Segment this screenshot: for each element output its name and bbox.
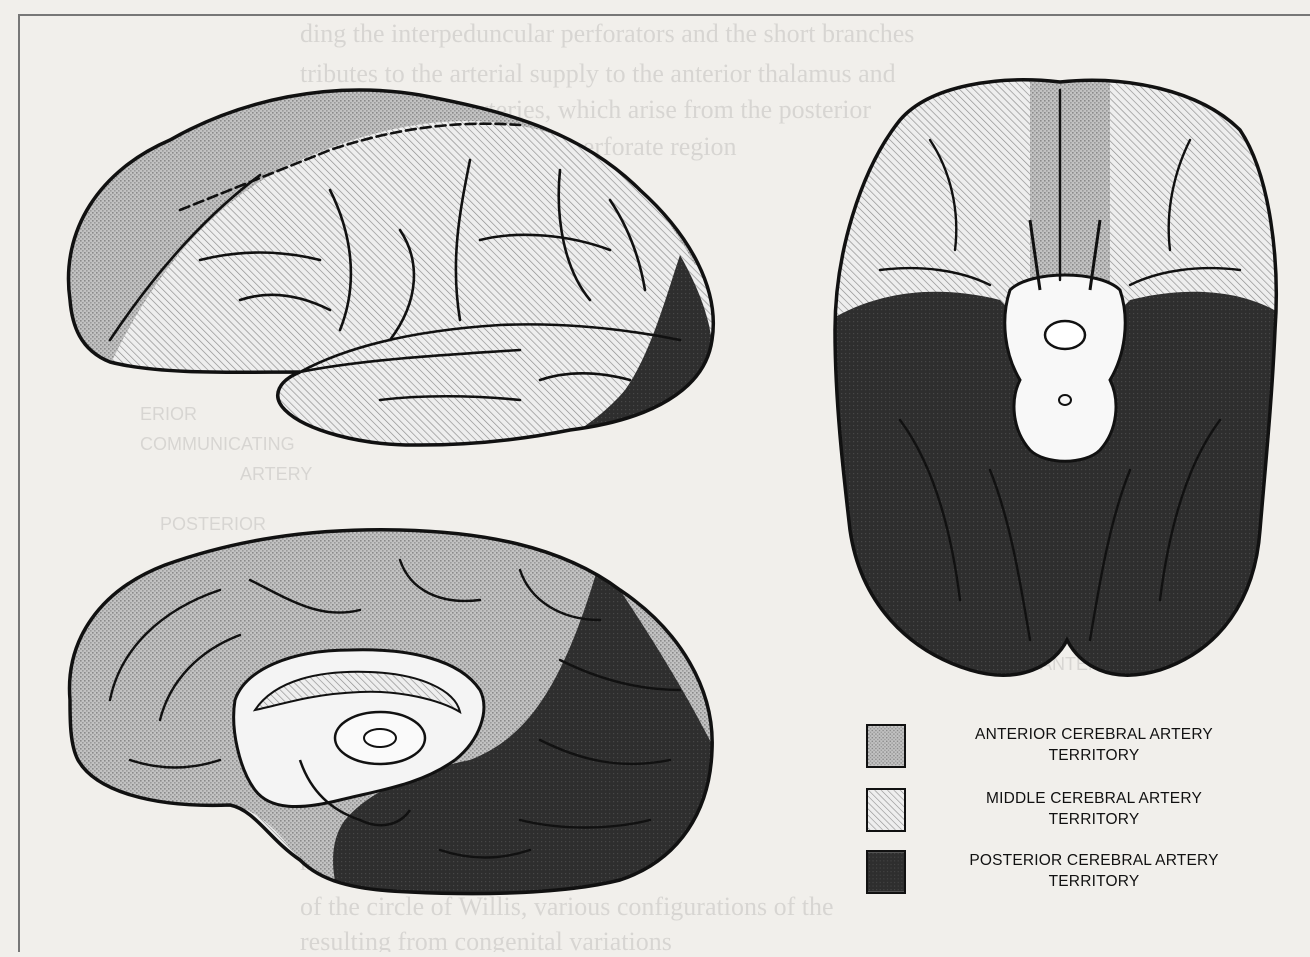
middle-swatch: [866, 788, 906, 832]
legend-label-posterior: POSTERIOR CEREBRAL ARTERY TERRITORY: [924, 850, 1264, 892]
legend-label-line2: TERRITORY: [924, 809, 1264, 830]
svg-text:ARTERY: ARTERY: [240, 464, 312, 484]
posterior-swatch: [866, 850, 906, 894]
legend-label-line1: MIDDLE CEREBRAL ARTERY: [924, 788, 1264, 809]
legend-label-line1: POSTERIOR CEREBRAL ARTERY: [924, 850, 1264, 871]
legend-item-middle: MIDDLE CEREBRAL ARTERY TERRITORY: [866, 788, 1286, 844]
svg-text:COMMUNICATING: COMMUNICATING: [140, 434, 295, 454]
medial-brain-view: [60, 520, 730, 910]
svg-text:ding the interpeduncular perfo: ding the interpeduncular perforators and…: [300, 19, 914, 48]
legend-label-anterior: ANTERIOR CEREBRAL ARTERY TERRITORY: [924, 724, 1264, 766]
svg-text:resulting from congenital vari: resulting from congenital variations: [300, 927, 672, 952]
legend-label-line2: TERRITORY: [924, 745, 1264, 766]
legend-item-posterior: POSTERIOR CEREBRAL ARTERY TERRITORY: [866, 850, 1286, 906]
legend-label-line1: ANTERIOR CEREBRAL ARTERY: [924, 724, 1264, 745]
svg-text:tributes to the arterial suppl: tributes to the arterial supply to the a…: [300, 59, 896, 88]
legend-label-line2: TERRITORY: [924, 871, 1264, 892]
svg-text:of the circle of Willis, vario: of the circle of Willis, various configu…: [300, 892, 834, 921]
inferior-brain-view: [830, 70, 1290, 690]
legend-item-anterior: ANTERIOR CEREBRAL ARTERY TERRITORY: [866, 724, 1286, 780]
svg-text:POSTERIOR: POSTERIOR: [160, 514, 266, 534]
anterior-swatch: [866, 724, 906, 768]
legend-label-middle: MIDDLE CEREBRAL ARTERY TERRITORY: [924, 788, 1264, 830]
svg-text:ERIOR: ERIOR: [140, 404, 197, 424]
